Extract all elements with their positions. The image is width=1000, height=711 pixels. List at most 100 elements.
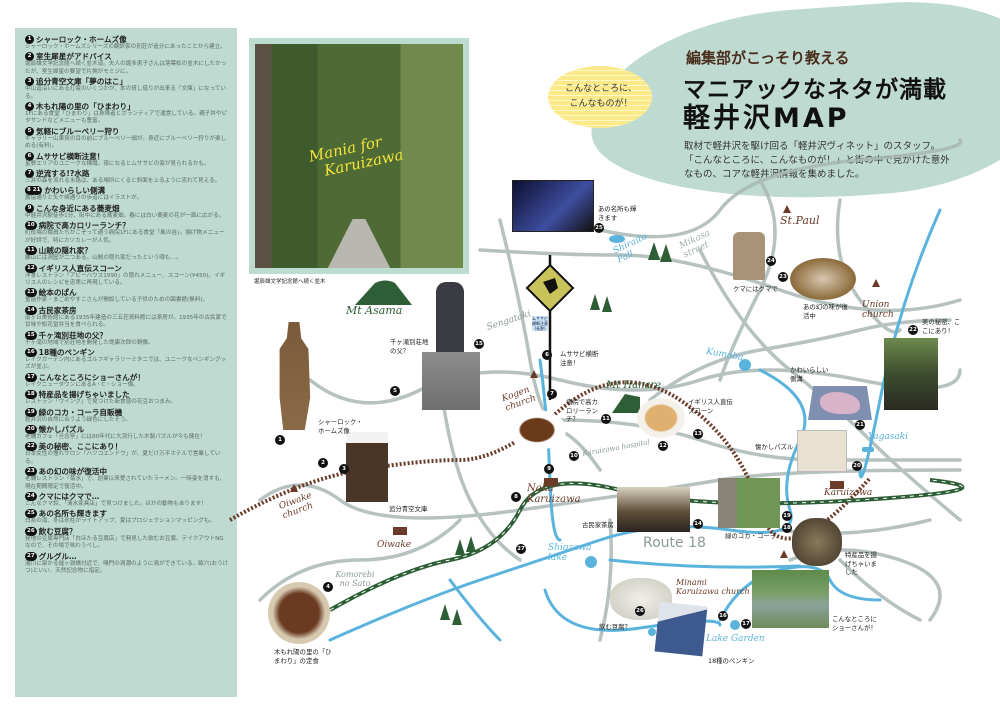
legend-item-text: 老舗レストラン「菊水」で、創業以来愛されていたラーメン。一時姿を消すも、現在期間… [25,476,226,490]
map-marker[interactable]: 5 [390,386,400,396]
place-yagasaki: Yagasaki [868,432,909,442]
map-marker[interactable]: 2 [318,458,328,468]
map-marker[interactable]: 22 [908,325,918,335]
map-marker[interactable]: 17 [741,619,751,629]
caption-kominka: 古民家茶房 [582,521,614,529]
place-mt-asama: Mt Asama [346,304,403,317]
map-marker[interactable]: 6 [542,350,552,360]
legend-title-text: イギリス人直伝スコーン [38,263,122,273]
place-naka-karuizawa: Naka Karuizawa [527,483,581,505]
map-marker[interactable]: 10 [569,451,579,461]
photo-caption: 堀辰雄文学記念館へ続く並木 [254,279,326,285]
number-badge: 20 [25,424,37,434]
number-badge: 14 [25,305,37,315]
number-badge: 26 [25,526,37,536]
place-oiwake: Oiwake [377,540,412,550]
legend-item-text: 南ヶ丘美術館にある1935年建造の三五荘資料館には茶房が。1935年の古民家で甘… [25,314,227,329]
number-badge: 22 [25,442,37,452]
map-marker[interactable]: 9 [544,464,554,474]
legend-title-text: 木もれ陽の里の「ひまわり」 [36,102,135,112]
statue-pedestal [422,352,480,410]
map-marker[interactable]: 12 [658,441,668,451]
bunko-photo [346,432,388,502]
map-marker[interactable]: 27 [516,544,526,554]
map-marker[interactable]: 7 [547,389,557,399]
map-marker[interactable]: 18 [782,523,792,533]
legend-title-text: あの名所も輝きます [38,509,107,519]
caption-coke: 緑のコカ・コーラ [725,532,777,540]
map-marker[interactable]: 21 [855,420,865,430]
caption-shaw: こんなところにショーさんが！ [832,615,877,632]
place-komorebi: Komorebi no Sato [335,570,375,588]
number-badge: 6 [25,151,34,161]
map-marker[interactable]: 1 [275,435,285,445]
number-badge: 19 [25,407,37,417]
map-marker[interactable]: 3 [339,464,349,474]
legend-title-text: シャーロック・ホームズ像 [36,35,127,44]
legend-item-text: 農協通りと矢ケ崎通りの歩道にはイラストが。 [25,195,143,202]
legend-item-text: 白糸の滝、冬は氷柱がライトアップ、夏はプロジェクションマッピングも。 [25,518,216,525]
caption-father: 千ヶ滝別荘地の父？ [390,338,429,355]
legend-item-text: 三井の森を流れる水路は、ある場所にくると斜面を上るように流れて見える。 [25,178,221,185]
map-marker[interactable]: 11 [601,414,611,424]
place-st-paul: St.Paul [780,214,820,227]
place-lake-garden: Lake Garden [706,634,765,644]
map-marker[interactable]: 24 [766,256,776,266]
map-marker[interactable]: 20 [852,461,862,471]
legend-item-text: 離山には洞窟が二つある。山賊の隠れ家だったという噂も…。 [25,255,182,262]
legend-title-text: 室生犀星がアドバイス [36,52,112,62]
map-marker[interactable]: 23 [778,272,788,282]
legend-title-text: 特産品を揚げちゃいました [38,390,130,400]
legend-item-text: こんなクマ鈴、「清水家具店」で見つけました。ほかの動物もあります！ [25,501,207,507]
legend-title-text: こんなところにショーさんが！ [38,372,145,382]
fried-beans-photo [792,518,842,566]
map-marker[interactable]: 4 [323,582,333,592]
map-marker[interactable]: 13 [693,429,703,439]
legend-item-text: 堀辰雄文学記念館へ続く並木道。夫人の堀多恵子さんは落葉松の並木にしたかったが、室… [25,61,227,75]
legend-title-text: 飲む豆腐？ [38,526,77,536]
map-marker[interactable]: 19 [782,511,792,521]
bubble-line: こんなものが！ [569,99,633,109]
map-marker[interactable]: 25 [594,223,604,233]
map-marker[interactable]: 8 [511,492,521,502]
caption-ramen: あの幻の味が復活中 [803,303,848,320]
map-marker[interactable]: 15 [474,339,484,349]
legend-item-text: レイクガーデン内にあるゴルフギャラリーミタニでは、ユニークなペンギングッズが並ぶ… [25,356,227,371]
map-marker[interactable]: 26 [635,606,645,616]
legend-item-text: 中軽井沢駅徒歩1分、街中にある蕎麦畑。春には白い蕎麦の花が一面に広がる。 [25,212,225,219]
legend-item-text: ギャラリー山果資の目の前にブルーベリー畑が。身近にブルーベリー狩りが楽しめる(有… [25,135,227,150]
legend-item-text: 町役場の職員たちがこぞって通う病院1Fにある食堂「風の谷」。揚げ物メニューが好評… [25,230,225,244]
shaw-bust-photo [752,570,829,628]
map-marker[interactable]: 16 [718,611,728,621]
caption-bunko: 追分青空文庫 [389,505,428,513]
number-badge: 5 [25,126,34,136]
speech-bubble [548,66,652,128]
legend-title-text: あの幻の味が復活中 [38,467,107,477]
legend-title-text: 山賊の隠れ家？ [38,246,92,256]
legend-title-text: 美の秘密、ここにあり！ [38,442,123,452]
legend-item-text: レイクニュータウンにあるA・C・ショー像。 [25,381,139,388]
legend-item-text: 老舗カフェ「旦念亭」には80年代に大流行した木製パズルが今も健在！ [25,433,206,440]
caption-hospital: 病院で高カロリーランチ？ [566,398,598,423]
legend-title-text: こんな身近にある蕎麦畑 [36,203,120,213]
map-marker[interactable]: 14 [693,519,703,529]
legend-title-text: 古民家茶房 [38,305,77,315]
